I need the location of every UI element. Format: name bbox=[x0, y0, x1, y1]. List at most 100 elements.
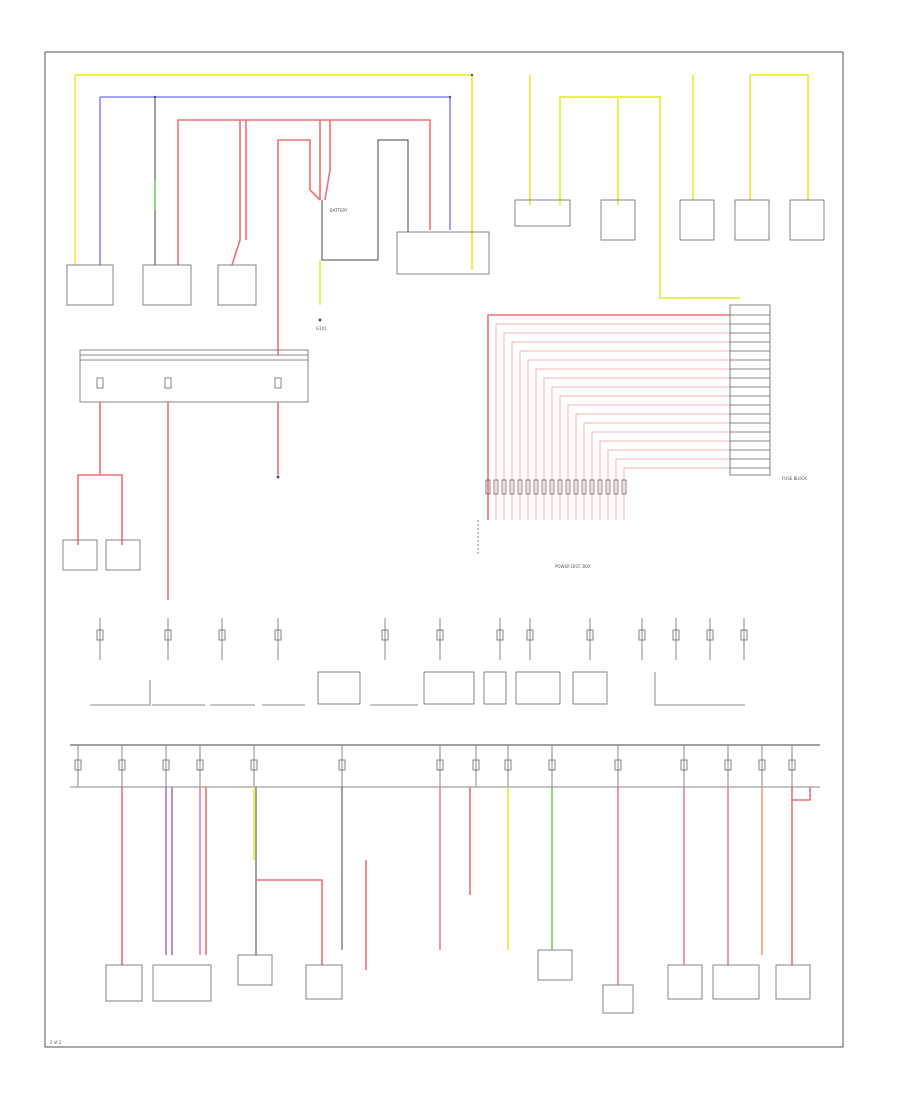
fan-terminal bbox=[605, 479, 611, 495]
fuse-symbol bbox=[672, 629, 680, 641]
fuse-symbol bbox=[436, 629, 444, 641]
fan-terminal bbox=[517, 479, 523, 495]
fan-terminal bbox=[597, 479, 603, 495]
fan-terminal bbox=[549, 479, 555, 495]
fuse-symbol bbox=[381, 629, 389, 641]
fuse-symbol bbox=[196, 759, 204, 771]
fan-wire bbox=[527, 359, 730, 520]
component-box bbox=[142, 264, 192, 306]
wire-red-main bbox=[177, 119, 431, 265]
lower-fuse-row bbox=[74, 745, 796, 787]
fan-terminal bbox=[589, 479, 595, 495]
fan-terminal bbox=[573, 479, 579, 495]
component-box bbox=[105, 539, 141, 571]
fuse-symbol bbox=[504, 759, 512, 771]
component-box bbox=[237, 954, 273, 986]
fan-terminal bbox=[509, 479, 515, 495]
wire-yellow-top bbox=[75, 74, 473, 270]
fuse-symbol bbox=[638, 629, 646, 641]
wire-red-drop-2 bbox=[100, 474, 123, 545]
splice-dot bbox=[153, 95, 157, 99]
fuse-symbol bbox=[586, 629, 594, 641]
fuse-symbol bbox=[164, 629, 172, 641]
component-box bbox=[305, 964, 343, 1000]
fuse-symbol bbox=[338, 759, 346, 771]
fuse-symbol bbox=[496, 629, 504, 641]
fan-terminal bbox=[525, 479, 531, 495]
connector-block bbox=[729, 304, 771, 476]
fan-wire bbox=[495, 323, 730, 520]
fan-wire bbox=[575, 413, 730, 520]
wire-red-batt-2 bbox=[324, 120, 331, 201]
fuse-symbol bbox=[436, 759, 444, 771]
component-box bbox=[66, 264, 114, 306]
fuse-symbol bbox=[118, 759, 126, 771]
fuse-symbol bbox=[472, 759, 480, 771]
fan-wire bbox=[623, 467, 730, 520]
fan-wire bbox=[551, 386, 730, 520]
bracket bbox=[90, 680, 151, 706]
component-box bbox=[789, 199, 825, 241]
fan-terminal bbox=[565, 479, 571, 495]
fuse-symbol bbox=[706, 629, 714, 641]
fan-wire bbox=[519, 350, 730, 520]
wire-blue-top bbox=[100, 96, 451, 230]
component-box bbox=[514, 199, 571, 227]
fuse-symbol bbox=[724, 759, 732, 771]
fan-terminal bbox=[621, 479, 627, 495]
component-box bbox=[679, 199, 715, 241]
fan-terminal bbox=[501, 479, 507, 495]
component-box bbox=[483, 671, 507, 705]
component-box bbox=[734, 199, 770, 241]
component-box bbox=[152, 964, 212, 1002]
fan-wire bbox=[583, 422, 730, 520]
fuse-symbol bbox=[740, 629, 748, 641]
splice-dot bbox=[470, 73, 474, 77]
fan-wire bbox=[487, 314, 730, 520]
fuse-symbol bbox=[162, 759, 170, 771]
power-dist-label: POWER DIST. BOX bbox=[555, 564, 591, 569]
component-box bbox=[396, 231, 490, 275]
fan-wire bbox=[543, 377, 730, 520]
wire-yellow-tr-loop bbox=[559, 96, 740, 299]
wire-red-dist bbox=[277, 139, 321, 355]
fuse-symbol bbox=[788, 759, 796, 771]
fan-wire bbox=[503, 332, 730, 520]
fuse-block bbox=[79, 349, 309, 403]
wire-red-starter bbox=[231, 120, 241, 266]
wire-bottom-red-3 bbox=[256, 879, 323, 965]
fuse-block-label: FUSE BLOCK bbox=[782, 476, 807, 481]
fuse-symbol bbox=[680, 759, 688, 771]
fan-wire bbox=[599, 440, 730, 520]
component-box bbox=[667, 964, 703, 1000]
ground-point bbox=[318, 318, 322, 322]
fan-wire bbox=[559, 395, 730, 520]
component-box bbox=[537, 949, 573, 981]
fuse-symbol bbox=[250, 759, 258, 771]
component-box bbox=[600, 199, 636, 241]
fuse-symbol bbox=[758, 759, 766, 771]
fan-wire bbox=[535, 368, 730, 520]
fan-terminal bbox=[485, 479, 491, 495]
connector-fan bbox=[485, 314, 770, 520]
component-box bbox=[62, 539, 98, 571]
fuse-symbol bbox=[614, 759, 622, 771]
fan-wire bbox=[615, 458, 730, 520]
fuse-symbol bbox=[164, 377, 172, 389]
fan-wire bbox=[567, 404, 730, 520]
fuse-symbol bbox=[274, 377, 282, 389]
fuse-symbol bbox=[218, 629, 226, 641]
fan-wire bbox=[511, 341, 730, 520]
fuse-symbol bbox=[548, 759, 556, 771]
fan-terminal bbox=[557, 479, 563, 495]
fan-terminal bbox=[533, 479, 539, 495]
component-box bbox=[602, 984, 634, 1014]
fan-terminal bbox=[581, 479, 587, 495]
component-box bbox=[217, 264, 257, 306]
component-box bbox=[423, 671, 475, 705]
fan-terminal bbox=[541, 479, 547, 495]
fuse-symbol bbox=[526, 629, 534, 641]
ground-label: G101 bbox=[316, 326, 327, 331]
